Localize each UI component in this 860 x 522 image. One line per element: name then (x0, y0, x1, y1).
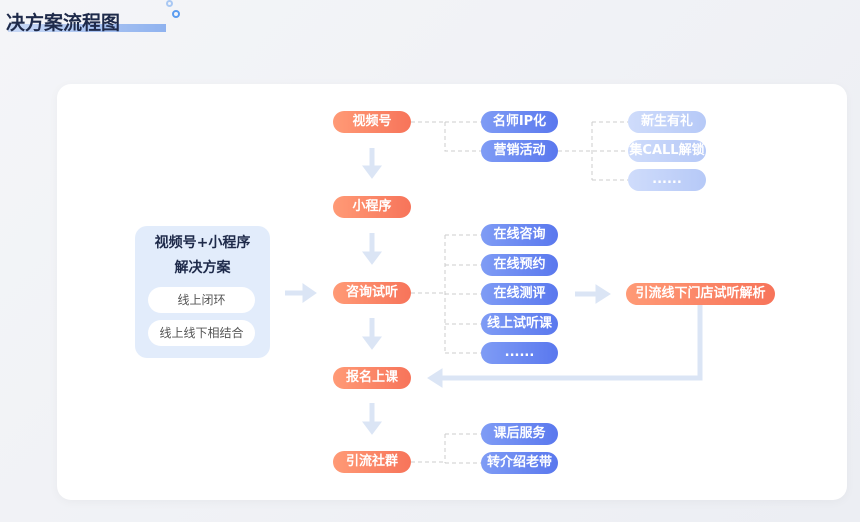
consult-branch: 在线测评 (481, 283, 558, 305)
step-video: 视频号 (333, 111, 411, 133)
step-community: 引流社群 (333, 451, 411, 473)
community-branch: 转介绍老带新 (481, 452, 558, 492)
consult-branch: 线上试听课 (481, 313, 558, 335)
community-branch: 课后服务 (481, 423, 558, 445)
step-consult: 咨询试听 (333, 282, 411, 304)
title-underline (8, 24, 166, 32)
consult-branch: 在线咨询 (481, 224, 558, 246)
consult-branch: ...... (481, 342, 558, 364)
video-branch: 营销活动 (481, 140, 558, 162)
marketing-branch: ...... (628, 169, 706, 191)
decor-dot (166, 0, 173, 7)
step-enroll: 报名上课 (333, 367, 411, 389)
step-miniprogram: 小程序 (333, 196, 411, 218)
consult-branch: 在线预约 (481, 254, 558, 276)
solution-item: 线上闭环 (148, 287, 255, 313)
solution-item: 线上线下相结合 (148, 320, 255, 346)
page-title: 决方案流程图 (6, 12, 121, 34)
return-arrow (440, 305, 703, 381)
offline-step: 引流线下门店试听解析 (626, 283, 775, 305)
marketing-branch: 新生有礼 (628, 111, 706, 133)
marketing-branch: 集CALL解锁 (628, 140, 706, 162)
solution-box: 视频号+小程序解决方案 线上闭环 线上线下相结合 (135, 226, 270, 358)
solution-title: 视频号+小程序解决方案 (154, 235, 251, 276)
video-branch: 名师IP化 (481, 111, 558, 133)
decor-dot (172, 10, 180, 18)
